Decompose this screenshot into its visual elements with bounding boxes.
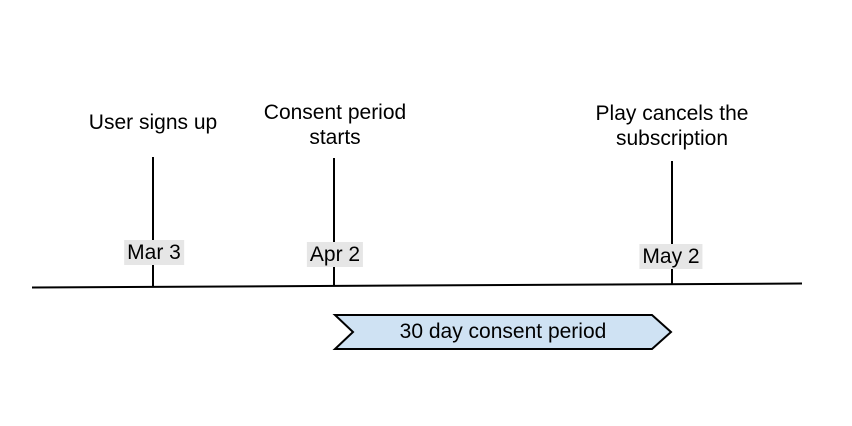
event-label-user-signs-up: User signs up xyxy=(88,111,218,134)
date-chip-apr-2: Apr 2 xyxy=(306,242,364,267)
event-label-consent-period-starts: Consent period starts xyxy=(263,101,407,149)
event-label-play-cancels-subscription: Play cancels the subscription xyxy=(595,102,749,150)
consent-period-banner-label: 30 day consent period xyxy=(399,320,607,343)
date-chip-mar-3: Mar 3 xyxy=(124,240,184,265)
timeline-axis xyxy=(31,282,803,289)
date-chip-may-2: May 2 xyxy=(639,244,703,269)
consent-period-banner xyxy=(332,314,673,350)
